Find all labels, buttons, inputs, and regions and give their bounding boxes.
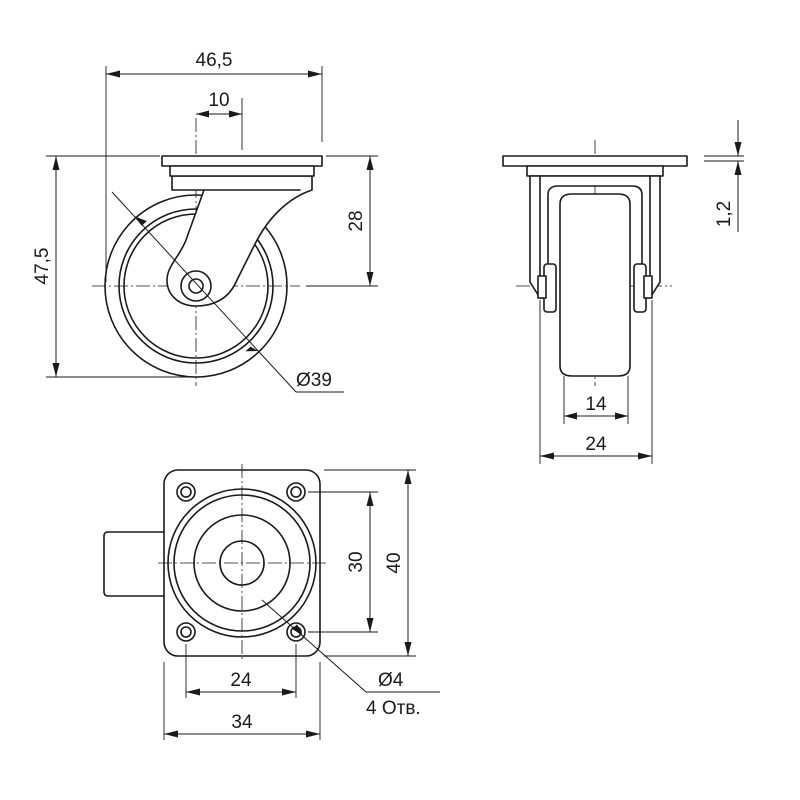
mounting-hole-inner [180,486,192,498]
axle-end-right [643,275,653,299]
front-top-plate [502,155,688,167]
dimension-arrow [366,272,374,286]
mounting-hole-inner [290,486,302,498]
dimension-arrow [245,346,258,352]
plate-height-label: 40 [384,552,405,573]
dimension-arrow [306,730,320,738]
dimension-arrow [366,492,374,506]
dimension-arrow [186,688,200,696]
dimension-arrow [734,142,742,156]
dimension-arrow [734,161,742,175]
top-view: 30 40 24 34 Ø4 4 Отв. [103,464,440,740]
dimension-arrow [540,452,554,460]
dimension-arrow [404,642,412,656]
dimension-arrow [366,618,374,632]
dimension-arrow [366,156,374,170]
dimension-arrow [404,470,412,484]
dimension-arrow [615,412,628,420]
hole-diameter-label: Ø4 [378,670,404,691]
dimension-arrow [638,452,652,460]
dimension-arrow [52,363,60,377]
hole-callout-leader [261,599,367,693]
mounting-hole [176,622,196,642]
plate-thickness-label: 1,2 [714,201,735,227]
front-bearing-ring [526,165,664,177]
dimension-arrow [564,412,577,420]
wheel-width-label: 24 [585,434,607,455]
swivel-middle-ring [173,494,311,632]
hole-spacing-vertical-label: 30 [346,551,367,572]
axle-end-left [537,275,547,299]
axle-hole [188,278,204,294]
mounting-hole-inner [180,626,192,638]
axle-boss [180,270,212,302]
mount-height-label: 28 [346,210,367,231]
dimension-arrow [292,624,303,636]
plate-width-label: 34 [231,712,253,733]
wheel-diameter-label: Ø39 [296,370,332,391]
dimension-arrow [229,110,242,118]
side-view: 46,5 10 47,5 28 Ø39 [32,50,378,393]
mounting-hole [176,482,196,502]
wheel-diameter-leader [111,191,297,393]
tread-width-label: 14 [585,394,607,415]
hole-spacing-horizontal-label: 24 [230,670,252,691]
swivel-outer-ring [167,488,317,638]
dimension-arrow [308,70,322,78]
dimension-arrow [52,156,60,170]
wheel-tread [559,193,631,377]
dimension-arrow [164,730,178,738]
front-view: 1,2 14 24 [502,120,744,464]
overall-height-label: 47,5 [32,248,53,285]
dimension-arrow [134,216,147,226]
center-hole [219,540,265,586]
mounting-hole [286,622,306,642]
wheel-stub [103,531,164,597]
dimension-arrow [196,110,209,118]
hole-count-label: 4 Отв. [366,698,421,719]
overall-width-label: 46,5 [196,50,233,71]
dimension-arrow [282,688,296,696]
offset-label: 10 [208,90,229,111]
wheel-inner-rim [118,208,274,364]
swivel-inner-ring [193,514,291,612]
dimension-arrow [106,70,120,78]
wheel-outer-rim [104,194,288,378]
plate-bearing-ring [169,165,315,177]
mounting-hole [286,482,306,502]
top-plate [161,155,323,167]
